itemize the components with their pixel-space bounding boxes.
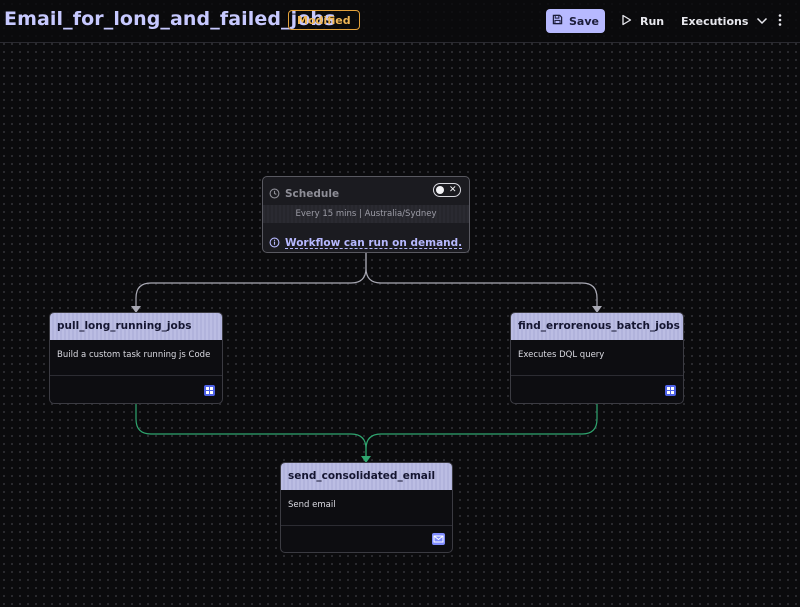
task-title: send_consolidated_email — [281, 463, 452, 490]
arrowhead-pull — [131, 306, 141, 313]
chevron-down-icon — [756, 15, 768, 28]
schedule-header: Schedule — [269, 184, 339, 203]
edge-schedule-to-pull — [135, 253, 367, 310]
arrowhead-find — [592, 306, 602, 313]
save-icon — [552, 14, 563, 28]
more-options-button[interactable] — [770, 9, 790, 33]
task-node-find-errorenous-batch-jobs[interactable]: find_errorenous_batch_jobs Executes DQL … — [510, 312, 684, 404]
play-icon — [621, 14, 632, 29]
task-divider — [50, 375, 222, 376]
kebab-menu-icon — [778, 12, 782, 31]
code-icon — [204, 385, 215, 396]
task-divider — [281, 525, 452, 526]
schedule-info: Workflow can run on demand. — [269, 233, 462, 252]
task-title: pull_long_running_jobs — [50, 313, 222, 340]
schedule-interval: Every 15 mins | Australia/Sydney — [263, 205, 469, 223]
info-icon — [269, 233, 280, 252]
task-title: find_errorenous_batch_jobs — [511, 313, 683, 340]
toggle-knob — [436, 186, 444, 194]
save-button-label: Save — [569, 14, 599, 28]
edge-schedule-to-find — [365, 253, 598, 310]
email-icon — [432, 533, 445, 545]
close-icon: ✕ — [449, 185, 457, 195]
executions-label: Executions — [681, 14, 749, 28]
workflow-header: Email_for_long_and_failed_jobs Modified … — [0, 0, 800, 43]
task-divider — [511, 375, 683, 376]
modified-badge: Modified — [288, 10, 360, 30]
run-button-label: Run — [640, 14, 665, 28]
task-node-send-consolidated-email[interactable]: send_consolidated_email Send email — [280, 462, 453, 553]
schedule-trigger-node[interactable]: Schedule ✕ Every 15 mins | Australia/Syd… — [262, 176, 470, 253]
trigger-edges — [135, 253, 598, 310]
edge-find-to-send — [365, 404, 598, 459]
success-edges — [135, 404, 598, 459]
run-button[interactable]: Run — [615, 9, 670, 33]
task-description: Build a custom task running js Code — [57, 350, 211, 360]
task-node-pull-long-running-jobs[interactable]: pull_long_running_jobs Build a custom ta… — [49, 312, 223, 404]
schedule-title: Schedule — [285, 187, 340, 200]
schedule-toggle[interactable]: ✕ — [433, 183, 461, 197]
edge-pull-to-send — [135, 404, 367, 459]
save-button[interactable]: Save — [546, 9, 605, 33]
arrowhead-send — [361, 456, 371, 463]
on-demand-link[interactable]: Workflow can run on demand. — [285, 236, 463, 249]
workflow-title[interactable]: Email_for_long_and_failed_jobs — [4, 8, 336, 30]
query-icon — [665, 385, 676, 396]
task-description: Send email — [288, 500, 336, 510]
executions-dropdown[interactable]: Executions — [677, 9, 772, 33]
clock-icon — [269, 184, 280, 203]
task-description: Executes DQL query — [518, 350, 605, 360]
